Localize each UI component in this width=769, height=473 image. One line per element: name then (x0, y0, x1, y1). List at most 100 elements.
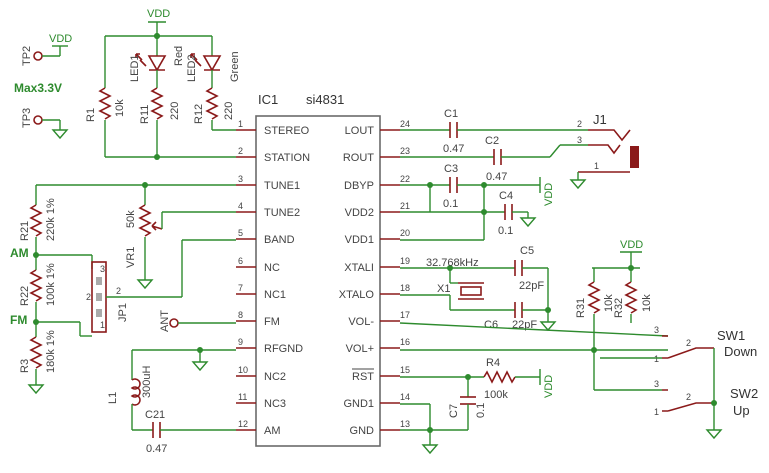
ic-left-pin-name-7: NC1 (264, 289, 286, 301)
am-label: AM (10, 246, 29, 260)
ic-left-pin-num-12: 12 (238, 419, 248, 429)
ic-right-pin-num-13: 13 (400, 419, 410, 429)
ic-right-pin-name-24: LOUT (345, 125, 375, 137)
sw-vdd: VDD (620, 239, 643, 251)
ic-right-pin-num-16: 16 (400, 337, 410, 347)
c6-ref: C6 (484, 319, 498, 331)
r31-value: 10k (603, 294, 615, 312)
ant-pad[interactable] (169, 318, 179, 328)
j1-jack-body[interactable] (630, 146, 639, 168)
jp1-out-pin: 2 (116, 286, 121, 296)
x1-freq: 32.768kHz (426, 257, 479, 269)
r21-ref: R21 (19, 221, 31, 241)
ic1-ref: IC1 (258, 92, 278, 107)
l1-value: 300uH (141, 366, 153, 398)
sw2-switch[interactable] (662, 389, 714, 412)
tp2-pad[interactable] (33, 51, 43, 61)
sw2-pin2: 2 (686, 392, 691, 402)
vr1-pot[interactable] (138, 204, 152, 237)
tp2-vdd: VDD (49, 33, 72, 45)
j1-pin1: 1 (594, 161, 599, 171)
ic-right-pin-name-14: GND1 (343, 398, 374, 410)
ic-left-pin-num-3: 3 (238, 174, 243, 184)
led2-diode (202, 55, 222, 72)
x1-crystal (460, 286, 482, 296)
led1-diode (147, 55, 167, 72)
c1-ref: C1 (444, 108, 458, 120)
ic-left-pin-num-2: 2 (238, 146, 243, 156)
sw2-pin1: 1 (654, 407, 659, 417)
j1-pin2: 2 (577, 119, 582, 129)
c7-ref: C7 (448, 404, 460, 418)
c3-vdd: VDD (543, 183, 555, 206)
sw1-ref: SW1 (717, 328, 745, 343)
ic-left-pin-num-5: 5 (238, 228, 243, 238)
c21-ref: C21 (145, 409, 165, 421)
sw1-pin2: 2 (686, 338, 691, 348)
sw1-label: Down (724, 344, 757, 359)
sw1-switch[interactable] (662, 335, 714, 359)
c7-value: 0.1 (475, 403, 487, 418)
c2-value: 0.47 (486, 171, 507, 183)
sw1-pin1: 1 (654, 354, 659, 364)
r4-vdd: VDD (543, 375, 555, 398)
ic-right-pin-num-17: 17 (400, 310, 410, 320)
ic-left-pin-name-11: NC3 (264, 398, 286, 410)
r22-ref: R22 (19, 286, 31, 306)
ic-right-pin-name-13: GND (350, 425, 375, 437)
l1-ref: L1 (107, 392, 119, 404)
ic-right-pin-num-18: 18 (400, 283, 410, 293)
tp3-pad[interactable] (33, 115, 43, 125)
r4-value: 100k (484, 389, 508, 401)
c4-value: 0.1 (498, 225, 513, 237)
tp2-ref: TP2 (21, 46, 33, 66)
sw2-ref: SW2 (730, 386, 758, 401)
ic-right-pin-name-19: XTALI (344, 262, 374, 274)
r4-ref: R4 (486, 357, 500, 369)
r11-ref: R11 (139, 105, 151, 124)
ic-right-pin-name-16: VOL+ (346, 343, 374, 355)
r11-resistor (150, 87, 164, 120)
led1-color: Red (173, 46, 185, 66)
j1-ref: J1 (593, 112, 607, 127)
ic-left-pin-num-8: 8 (238, 310, 243, 320)
led1-ref: LED1 (129, 54, 141, 82)
x1-ref: X1 (437, 283, 450, 295)
r21-resistor (29, 204, 43, 237)
r22-value: 100k 1% (45, 263, 57, 306)
r3-resistor (29, 336, 43, 369)
ic-right-pin-name-18: XTALO (339, 289, 375, 301)
r4-resistor (483, 370, 516, 384)
sw1-pin3: 3 (654, 325, 659, 335)
ic-right-pin-num-20: 20 (400, 228, 410, 238)
ic-right-pin-num-14: 14 (400, 392, 410, 402)
ic1-pins: 1STEREO2STATION3TUNE14TUNE25BAND6NC7NC18… (236, 119, 410, 437)
r1-resistor (98, 87, 112, 120)
ic-right-pin-num-22: 22 (400, 174, 410, 184)
tp2-max: Max3.3V (14, 81, 62, 95)
tp3-ref: TP3 (21, 108, 33, 128)
c2-ref: C2 (485, 135, 499, 147)
ic-left-pin-name-10: NC2 (264, 371, 286, 383)
ant-label: ANT (159, 310, 171, 332)
ic-left-pin-num-6: 6 (238, 256, 243, 266)
ic-left-pin-num-4: 4 (238, 201, 243, 211)
ic-right-pin-num-19: 19 (400, 256, 410, 266)
c21-value: 0.47 (146, 443, 167, 455)
jp1-ref: JP1 (117, 303, 129, 322)
r12-ref: R12 (193, 104, 205, 124)
r3-ref: R3 (19, 359, 31, 373)
r12-value: 220 (223, 102, 235, 120)
ic-left-pin-name-4: TUNE2 (264, 207, 300, 219)
ic-left-pin-name-3: TUNE1 (264, 180, 300, 192)
ic-left-pin-name-2: STATION (264, 152, 310, 164)
ic-right-pin-name-22: DBYP (344, 180, 374, 192)
led2-color: Green (229, 51, 241, 82)
ic1-body (255, 115, 381, 447)
jp1-pin2: 2 (86, 292, 91, 302)
ic-left-pin-num-7: 7 (238, 283, 243, 293)
r31-ref: R31 (575, 298, 587, 318)
ic-left-pin-name-5: BAND (264, 234, 295, 246)
ic-right-pin-num-23: 23 (400, 146, 410, 156)
